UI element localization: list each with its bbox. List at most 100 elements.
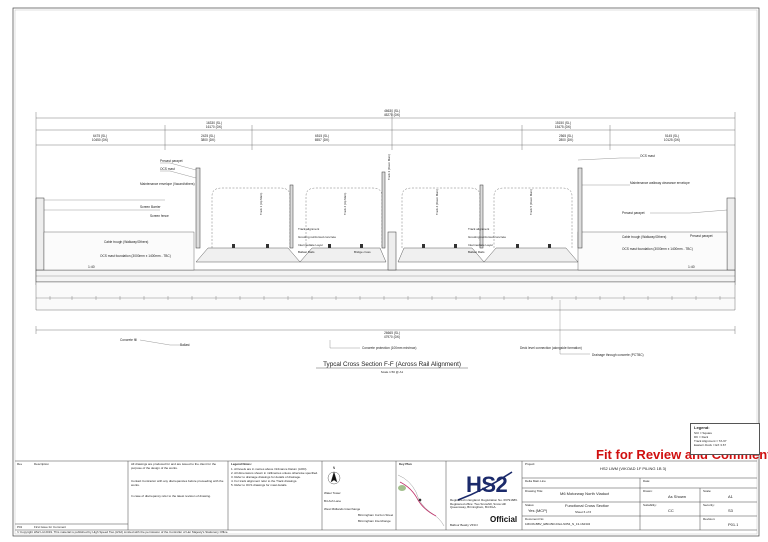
dimension-text-top: 46630 (SL) 45270 (DK) 16330 (SL) 16170 (… <box>92 109 680 142</box>
label-ocs-foundation-left: OCS mast foundation (3000mm x 1400mm - T… <box>100 254 171 258</box>
track-label-5: Track 5 (Down Main) <box>529 189 533 215</box>
project-label: Project: <box>525 463 536 466</box>
dimension-lines-bottom <box>35 326 736 334</box>
rev-col-rev: Rev <box>17 463 23 466</box>
legend-line-2: DK = Deck <box>694 436 709 439</box>
legend-line-4: Eastern Dock = EX 3.67 <box>694 444 727 447</box>
track-label-2: Track 2 (Up Main) <box>343 193 347 215</box>
legend-title: Legend: <box>694 426 710 430</box>
label-screen-fence: Screen fence <box>150 214 169 218</box>
track-label-3: Track 3 (Down Main) <box>387 154 391 180</box>
status-label: Status: <box>525 504 535 507</box>
date-label: Date: <box>643 480 651 483</box>
track-label-1: Track 1 (Up Main) <box>259 193 263 215</box>
label-ballast-rails-1: Ballast Rails <box>298 250 315 254</box>
rev-col-desc: Description <box>34 463 50 466</box>
dim-mid-dk: 6557 (DK) <box>315 138 330 142</box>
annotations-left: Precast parapet OCS mast Maintenance env… <box>100 159 195 258</box>
footer-copyright: © Copyright HS2 Ltd 2019. This material … <box>17 531 229 534</box>
sheet-border <box>12 7 760 537</box>
label-concrete-protection: Concrete protection (100mm min/max) <box>362 346 416 350</box>
legend-line-1: SCI = Square <box>694 432 713 435</box>
dim-left-span-dk: 16170 (DK) <box>206 125 222 129</box>
location-2: B4 Ash Lane <box>324 500 342 503</box>
ocs-masts <box>195 167 583 249</box>
gradient-right: 1:40 <box>688 265 695 269</box>
legend-box: Legend: SCI = Square DK = Deck Track Ali… <box>690 423 760 455</box>
gradient-left: 1:40 <box>88 265 95 269</box>
label-maintenance-envelope: Maintenance envelope (Vacant/others) <box>140 182 195 186</box>
security-value: S3 <box>728 509 733 513</box>
dim-bottom-dk: 47970 (DK) <box>384 335 400 339</box>
suitability-label: Suitability: <box>643 504 657 507</box>
label-cable-trough-right: Cable trough (Walkway/Others) <box>622 235 666 239</box>
gradients: 1:40 1:40 <box>88 265 695 269</box>
label-maintenance-walkway: Maintenance walkway clearance envelope <box>630 181 690 185</box>
north-arrow <box>327 471 341 485</box>
suitability-value: CC <box>668 509 674 513</box>
doc-number-label: Document No: <box>525 518 545 521</box>
track-labels: Track 1 (Up Main) Track 2 (Up Main) Trac… <box>259 154 533 215</box>
drawing-scale: Scale 1:50 @ A1 <box>381 370 404 374</box>
dim-mid: 6515 (SL) <box>315 134 329 138</box>
scale-value: A1 <box>728 495 733 499</box>
project-name: HS2 LWM (VIKOAD 1F PILING 1B 3) <box>600 467 667 471</box>
dim-right-b-dk: 10125 (DK) <box>664 138 680 142</box>
hs2-logo: HS2 <box>466 472 508 497</box>
track-label-4: Track 4 (Down Main) <box>435 189 439 215</box>
status-value: Yes (MCP) <box>528 509 548 513</box>
notes-heading: Legend Notes: <box>231 463 252 466</box>
label-ocs-foundation-right: OCS mast foundation (3000mm x 1400mm - T… <box>622 247 693 251</box>
security-label: Security: <box>703 504 715 507</box>
label-track-alignment-1: Track alignment <box>298 227 319 231</box>
label-ocs-mast-left: OCS mast <box>160 167 175 171</box>
label-ballast: Ballast <box>180 343 190 347</box>
leader-lines <box>44 157 728 355</box>
dim-right-a-dk: 2800 (DK) <box>559 138 574 142</box>
drawn-value: As Shown <box>668 495 687 499</box>
label-ballast-rails-2: Ballast Rails <box>468 250 485 254</box>
dim-overall-dk: 45270 (DK) <box>384 113 400 117</box>
contractor: Balfour Beatty VINCI <box>450 524 478 527</box>
label-screen-barrier: Screen Barrier <box>140 205 161 209</box>
label-drainage: Drainage through concrete (PCTBC) <box>592 353 644 357</box>
label-intermediate-2: Intermediate Layer <box>468 243 493 247</box>
client-text: Registered in England. Registration No. … <box>450 499 518 510</box>
dim-right-span-dk: 15475 (DK) <box>555 125 571 129</box>
dimension-text-bottom: 26665 (SL) 47970 (DK) <box>384 331 400 339</box>
note-5: 5. Refer to OCS drawings for mast detail… <box>231 484 288 487</box>
dim-bottom: 26665 (SL) <box>384 331 400 335</box>
label-track-alignment-2: Track alignment <box>468 227 489 231</box>
dim-left-a-dk: 10450 (DK) <box>92 138 108 142</box>
label-grouting-1: Grouting reinforced concrete <box>298 235 336 239</box>
label-deck-connection: Deck level connection (alongside formati… <box>520 346 582 350</box>
note-3: 3. Refer to drainage drawings for detail… <box>231 476 301 479</box>
key-plan <box>397 474 445 527</box>
title-block-frame <box>15 460 757 531</box>
north-arrow-label: N <box>333 466 336 470</box>
label-precast-parapet: Precast parapet <box>160 159 183 163</box>
viaduct-deck <box>35 197 736 311</box>
location-5: Birmingham Interchange <box>358 520 391 523</box>
copyright-note-2: Contact Contractor with any discrepancie… <box>131 480 224 487</box>
label-intermediate-1: Intermediate Layer <box>298 243 323 247</box>
track-beds <box>195 247 579 263</box>
copyright-note-3: In case of discrepancy refer to the late… <box>131 495 211 498</box>
classification: Official <box>490 515 518 524</box>
label-grouting-2: Grouting reinforced concrete <box>468 235 506 239</box>
note-2: 2. All dimensions shown in millimetres u… <box>231 472 319 475</box>
dim-right-a: 2565 (SL) <box>559 134 573 138</box>
dim-overall: 46630 (SL) <box>384 109 400 113</box>
dim-left-a: 6475 (SL) <box>93 134 107 138</box>
drawn-label: Drawn: <box>643 490 653 493</box>
dim-right-b: 5145 (SL) <box>665 134 679 138</box>
project-main: Delta Main Line <box>525 480 546 483</box>
legend-line-3: Track Alignment = TA.67 <box>694 440 727 443</box>
drawing-title-2: Functional Cross Section <box>565 504 610 508</box>
copyright-note-1: All drawings are produced for and are is… <box>131 463 217 470</box>
label-precast-parapet-right: Precast parapet <box>622 211 645 215</box>
revision-value: P01.1 <box>728 523 739 527</box>
location-3: West Midlands Interchange <box>324 508 361 511</box>
